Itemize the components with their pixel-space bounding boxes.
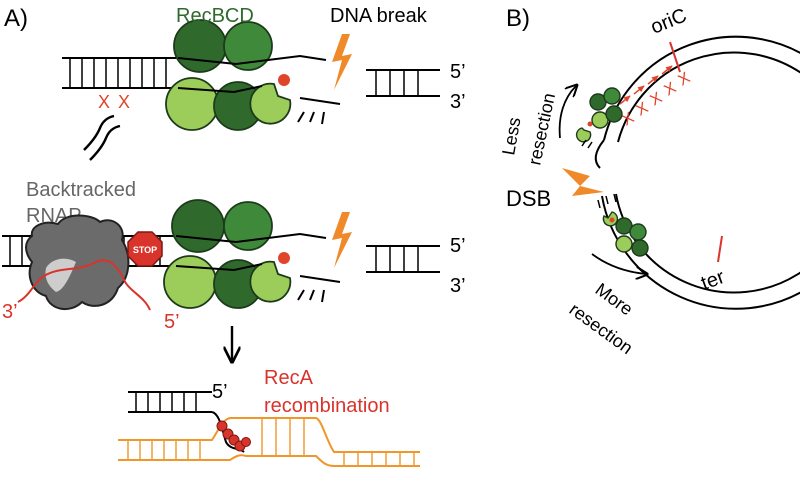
recbcd-subunit xyxy=(173,19,227,73)
recbcd-label: RecBCD xyxy=(176,5,254,27)
panel-b-label: B) xyxy=(506,5,530,32)
recbcd-complex-lower xyxy=(602,211,649,257)
reca-filament xyxy=(216,420,251,452)
dna-end-lower xyxy=(597,193,617,209)
recbcd-complex-bottom xyxy=(163,199,292,309)
three-prime-label-top: 3’ xyxy=(450,91,466,113)
more-resection-arrow xyxy=(591,253,646,274)
recbcd-subunit xyxy=(223,201,273,251)
recbcd-subunit xyxy=(165,77,219,131)
dsb-lightning-icon xyxy=(562,168,604,196)
three-prime-label-bottom: 3’ xyxy=(450,275,466,297)
chi-site-top-1: X xyxy=(98,92,110,112)
stop-sign-icon: STOP xyxy=(127,231,163,267)
recbcd-subunit xyxy=(163,255,217,309)
backtracked-rnap-label-1: Backtracked xyxy=(26,179,136,201)
five-prime-label-bottom: 5’ xyxy=(450,235,466,257)
dna-duplex-top-left xyxy=(62,57,178,89)
chi-site: X xyxy=(662,79,680,99)
oric-label: oriC xyxy=(648,5,690,39)
chi-site: X xyxy=(676,69,694,89)
less-resection-label-1: Less xyxy=(498,116,524,157)
lightning-icon xyxy=(332,212,352,268)
dna-end-upper xyxy=(581,139,593,149)
less-resection-label-2: resection xyxy=(524,91,559,167)
less-resection-arrow xyxy=(558,86,576,139)
rna-three-prime-label: 3’ xyxy=(2,301,18,323)
recbcd-complex-upper xyxy=(575,87,623,143)
dsb-label: DSB xyxy=(506,186,551,211)
dna-unwinding-bottom xyxy=(175,232,341,303)
oric-marker xyxy=(669,41,681,73)
rnap-icon xyxy=(25,214,130,311)
ter-label: ter xyxy=(698,266,728,295)
five-prime-label-top: 5’ xyxy=(450,61,466,83)
recbcd-chi-bound xyxy=(278,74,290,86)
dna-duplex-top-right xyxy=(366,69,440,97)
rna-five-prime-label: 5’ xyxy=(164,311,180,333)
circular-chromosome xyxy=(594,35,800,310)
recbcd-complex-top xyxy=(165,19,292,131)
lightning-icon xyxy=(332,34,352,90)
recbcd-pacman-subunit xyxy=(249,82,292,125)
homologous-template-dna xyxy=(118,417,420,467)
dna-unwinding-top xyxy=(177,54,341,125)
recbcd-subunit xyxy=(171,199,225,253)
recbcd-subunit xyxy=(223,21,273,71)
chi-sites-chromosome: X X X X X xyxy=(620,69,694,129)
dna-break-label: DNA break xyxy=(330,5,428,27)
reca-label-2: recombination xyxy=(264,395,390,417)
stop-label: STOP xyxy=(133,245,157,255)
recbcd-chi-bound xyxy=(278,252,290,264)
reca-label-1: RecA xyxy=(264,367,314,389)
rnap-highlight xyxy=(45,258,76,292)
squiggle-divider xyxy=(83,114,121,161)
chi-site: X xyxy=(648,89,666,109)
dna-duplex-bottom-right xyxy=(366,245,440,273)
rna-strand xyxy=(17,259,151,311)
ter-marker xyxy=(717,235,723,263)
panel-a-label: A) xyxy=(4,5,28,32)
chi-site: X xyxy=(634,99,652,119)
recbcd-pacman-subunit xyxy=(249,260,292,303)
chi-orientation-arrows xyxy=(619,65,673,105)
five-prime-label-recomb: 5’ xyxy=(212,381,228,403)
chi-site-top-2: X xyxy=(118,92,130,112)
